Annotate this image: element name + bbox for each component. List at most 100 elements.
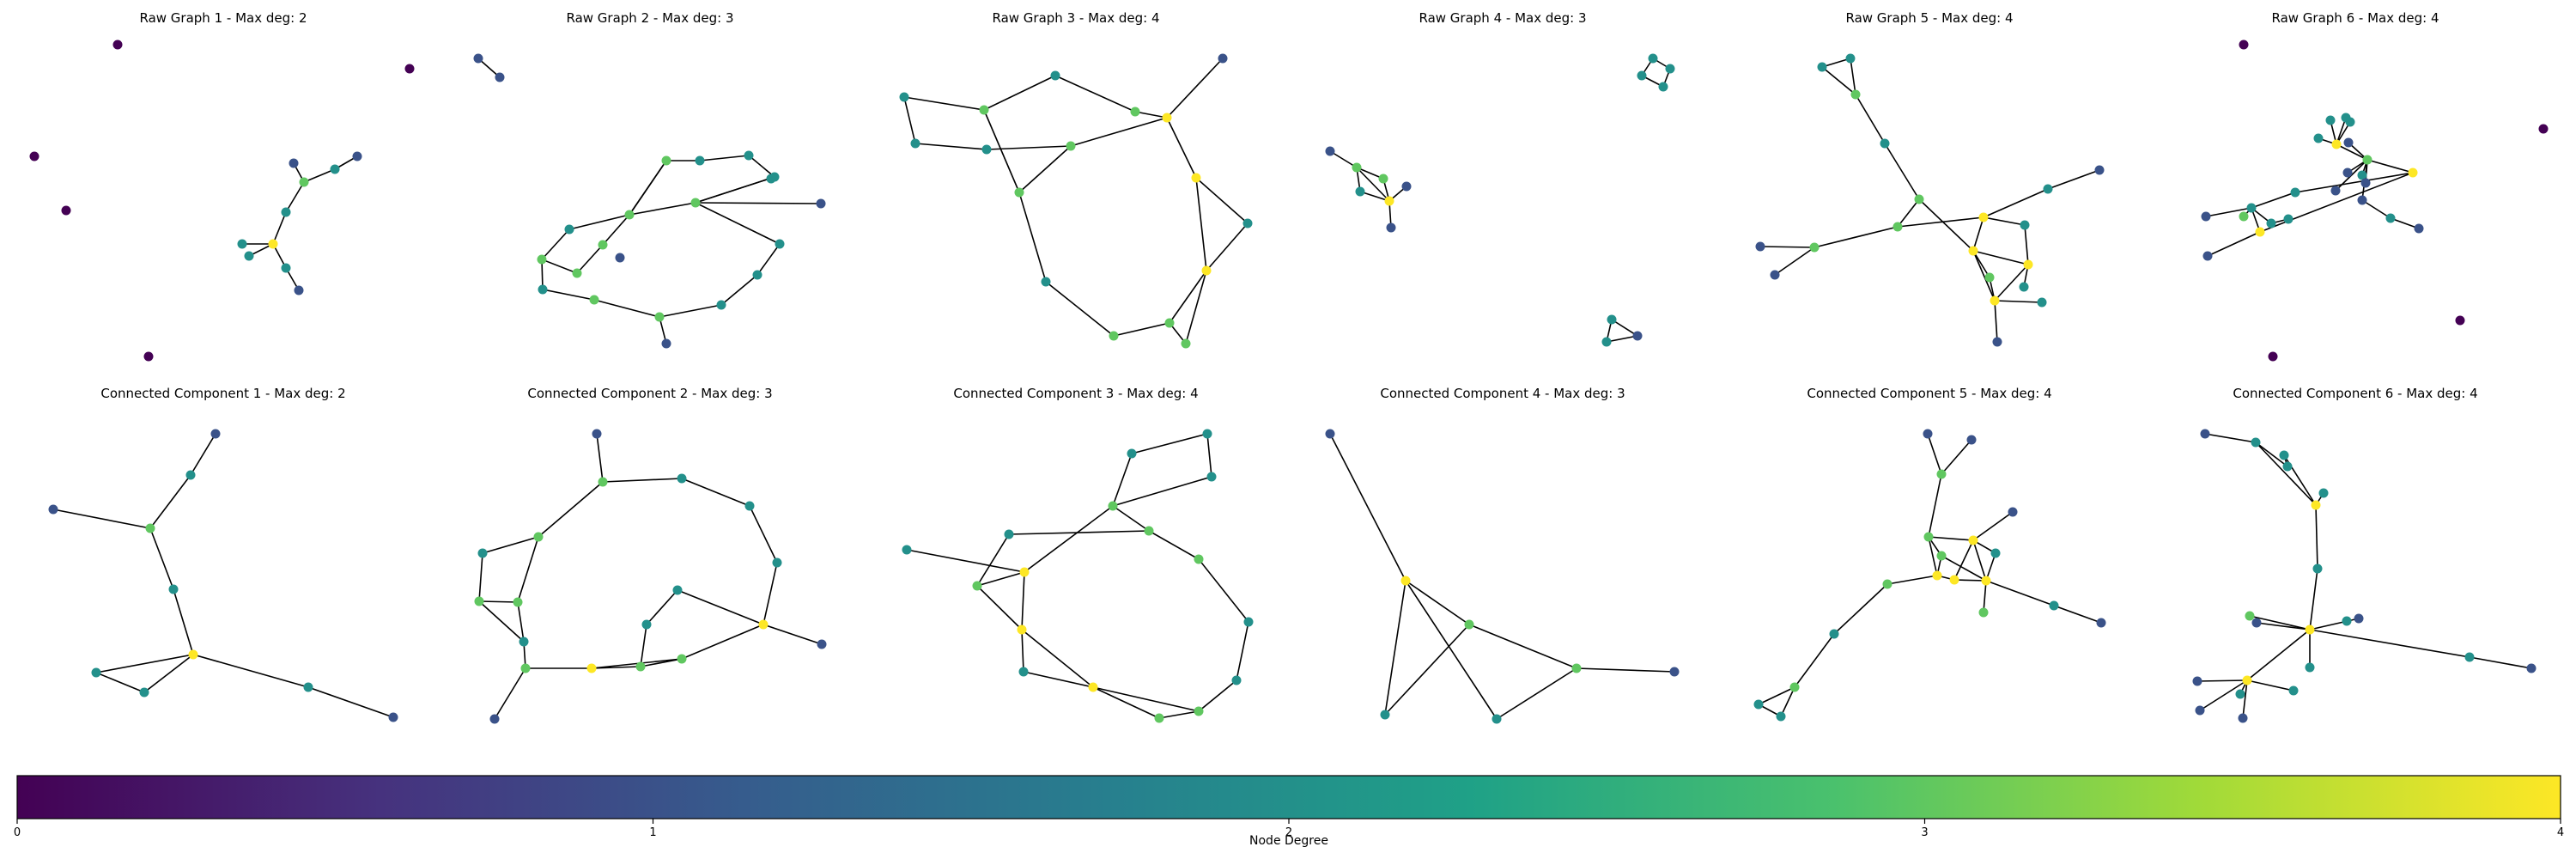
graph-node: [2325, 115, 2336, 125]
graph-node: [533, 532, 544, 542]
graph-node: [1882, 579, 1893, 589]
graph-node: [1770, 270, 1780, 280]
graph-node: [2354, 613, 2364, 624]
graph-node: [1378, 174, 1388, 184]
graph-edge: [1780, 686, 1795, 717]
graph-edge: [2251, 192, 2296, 209]
graph-edge: [1606, 335, 1638, 343]
graph-edge: [1166, 117, 1197, 179]
graph-node: [2239, 40, 2249, 50]
graph-edge: [596, 433, 604, 483]
graph-node: [2362, 155, 2372, 165]
graph-edge: [629, 202, 696, 216]
graph-node: [2043, 184, 2053, 194]
graph-edge: [1169, 270, 1207, 324]
graph-node: [537, 254, 547, 265]
graph-node: [1829, 629, 1839, 639]
graph-edge: [1972, 250, 1990, 278]
graph-edge: [517, 536, 539, 603]
graph-edge: [1113, 322, 1170, 337]
graph-edge: [762, 624, 823, 645]
graph-edge: [494, 667, 526, 720]
graph-edge: [517, 601, 525, 643]
graph-node: [2195, 705, 2205, 716]
graph-node: [495, 72, 505, 82]
graph-edge: [681, 478, 750, 507]
graph-edge: [593, 299, 660, 318]
graph-node: [1380, 710, 1390, 720]
graph-edge: [1994, 264, 2029, 302]
graph-edge: [1018, 192, 1047, 283]
graph-node: [2019, 282, 2029, 292]
graph-node: [1194, 706, 1204, 716]
graph-node: [1632, 331, 1643, 341]
graph-node: [695, 155, 705, 166]
graph-node: [1968, 535, 1978, 545]
graph-edge: [2199, 679, 2248, 711]
graph-node: [1845, 53, 1856, 64]
graph-node: [1041, 277, 1051, 287]
graph-node: [538, 284, 548, 295]
graph-node: [2414, 223, 2424, 234]
graph-node: [188, 649, 198, 660]
graph-edge: [1983, 216, 2026, 226]
graph-edge: [1134, 111, 1168, 119]
graph-edge: [2469, 656, 2532, 669]
graph-edge: [1356, 167, 1390, 202]
graph-edge: [976, 533, 1010, 587]
graph-node: [2242, 675, 2252, 685]
graph-node: [2266, 218, 2276, 228]
graph-node: [2192, 676, 2202, 686]
graph-edge: [1814, 226, 1899, 248]
graph-node: [615, 253, 625, 263]
panel-title: Connected Component 6 - Max deg: 4: [2233, 386, 2477, 401]
graph-edge: [2256, 622, 2311, 631]
graph-edge: [285, 181, 305, 213]
graph-node: [598, 477, 608, 487]
graph-node: [1669, 667, 1680, 677]
graph-edge: [143, 654, 194, 693]
graph-node: [473, 53, 483, 64]
graph-edge: [2024, 224, 2029, 265]
graph-edge: [1886, 575, 1938, 585]
graph-edge: [591, 658, 683, 669]
graph-node: [910, 138, 920, 149]
graph-node: [299, 177, 309, 187]
graph-edge: [52, 509, 151, 529]
panel-title: Raw Graph 1 - Max deg: 2: [139, 10, 307, 26]
graph-node: [139, 687, 149, 698]
graph-node: [1658, 82, 1668, 92]
colorbar-tick-label: 0: [14, 826, 21, 839]
graph-edge: [1021, 629, 1024, 673]
graph-node: [2096, 618, 2106, 628]
graph-node: [1992, 337, 2002, 347]
graph-node: [972, 581, 982, 591]
graph-node: [2357, 170, 2367, 180]
graph-node: [1194, 554, 1204, 564]
graph-node: [1386, 222, 1396, 233]
graph-edge: [1158, 710, 1200, 719]
graph-node: [2318, 488, 2329, 498]
graph-node: [1968, 246, 1978, 256]
graph-node: [1164, 318, 1175, 328]
graph-edge: [695, 202, 781, 245]
graph-node: [1108, 501, 1118, 511]
graph-edge: [2249, 615, 2311, 631]
graph-edge: [482, 536, 539, 554]
graph-edge: [2294, 172, 2414, 193]
graph-edge: [2366, 159, 2414, 174]
graph-node: [2360, 178, 2371, 188]
graph-node: [1243, 617, 1254, 627]
graph-node: [654, 312, 665, 322]
graph-node: [598, 240, 608, 250]
graph-node: [1127, 448, 1137, 459]
panel-title: Connected Component 4 - Max deg: 3: [1380, 386, 1625, 401]
graph-node: [1753, 699, 1764, 710]
graph-edge: [2047, 169, 2100, 190]
colorbar-tick-label: 1: [649, 826, 656, 839]
graph-edge: [1021, 629, 1094, 688]
graph-node: [1880, 138, 1890, 149]
graph-edge: [1758, 686, 1795, 705]
graph-edge: [1112, 505, 1150, 532]
